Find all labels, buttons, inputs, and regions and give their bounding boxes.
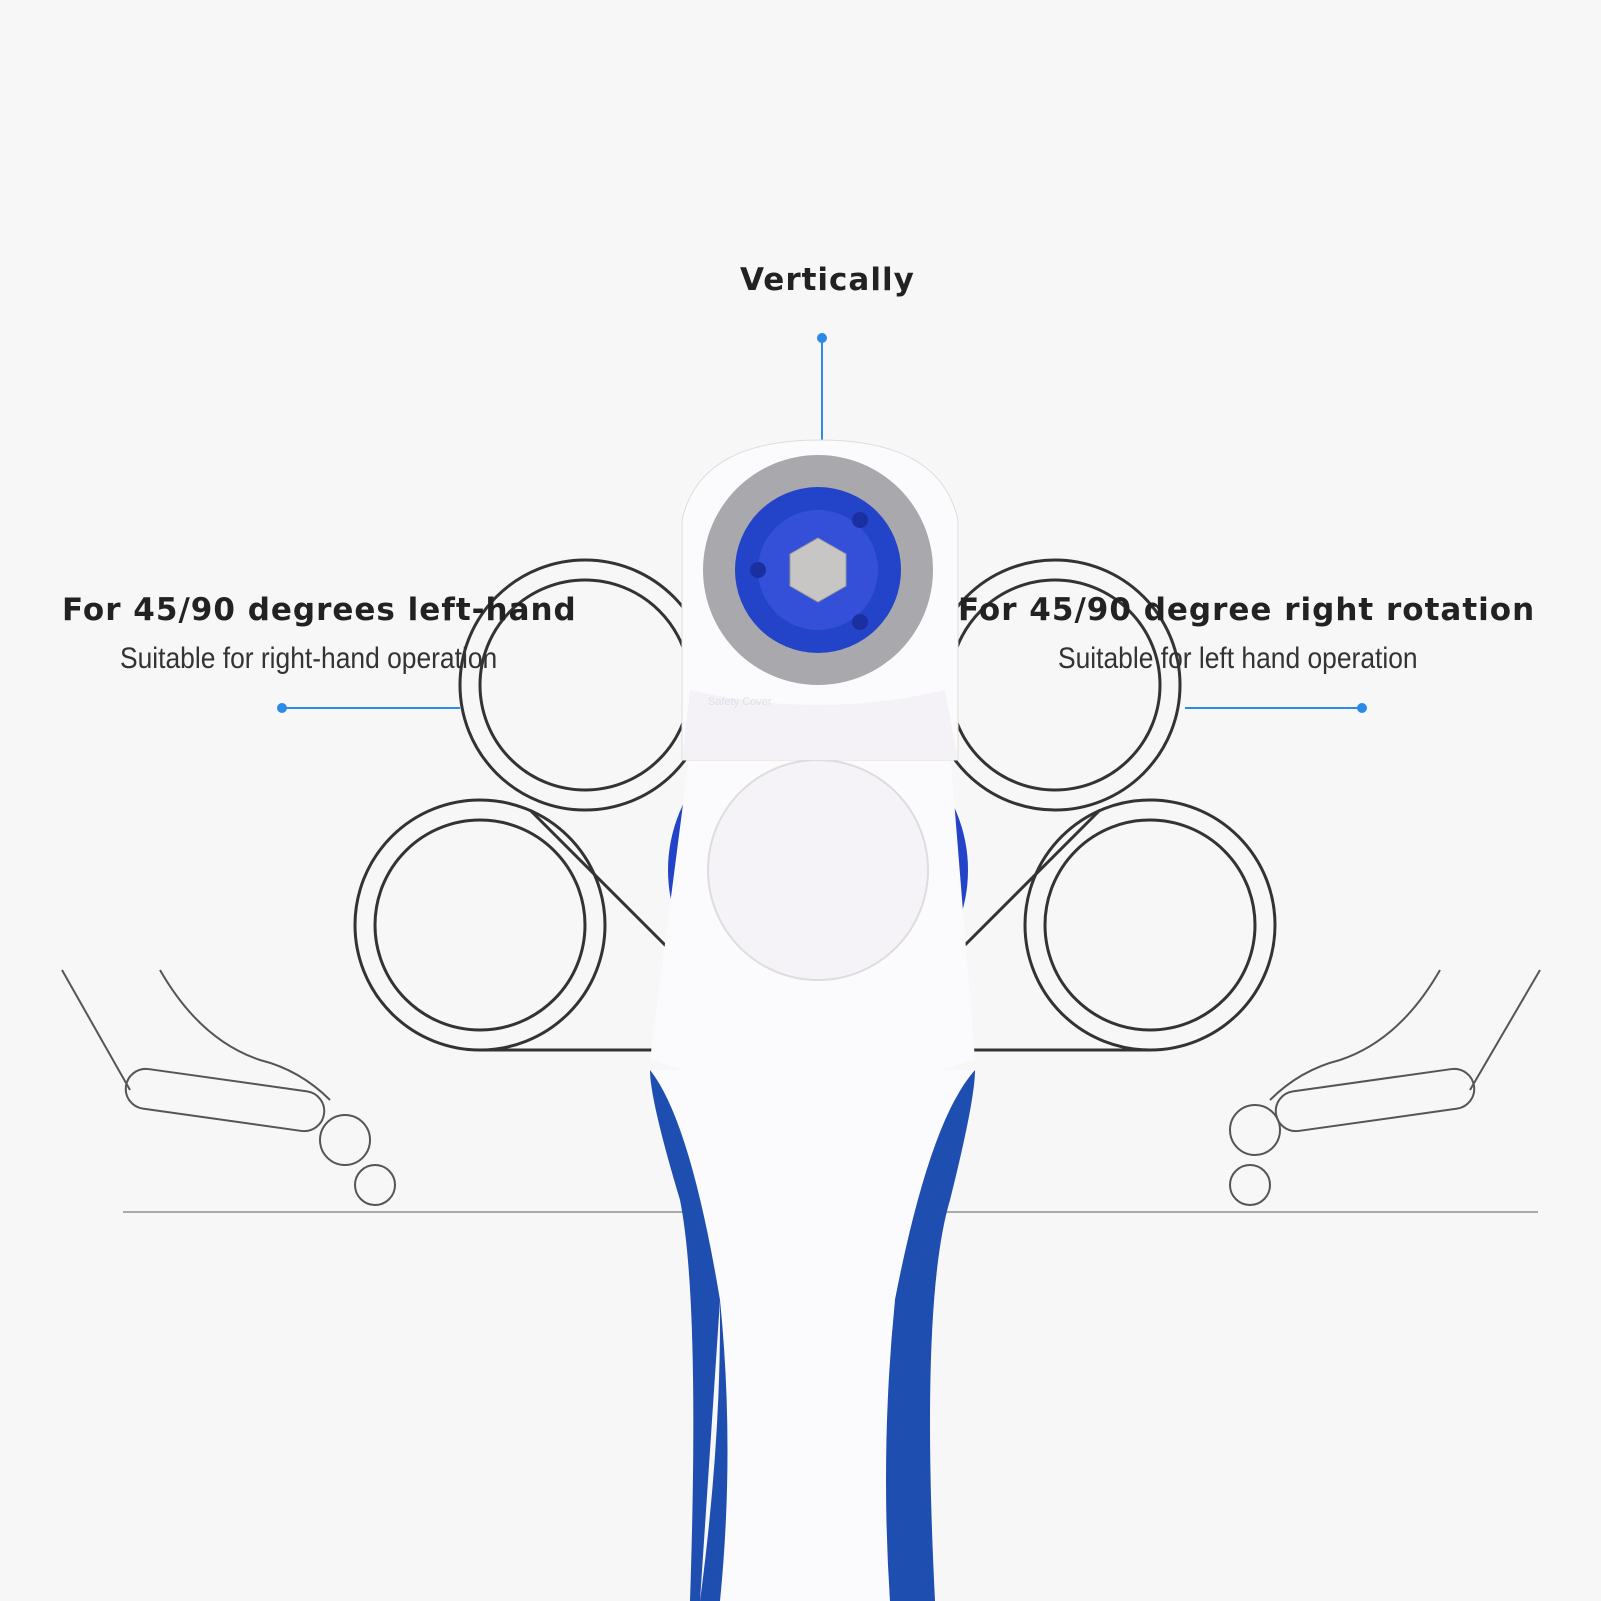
left-subtitle: Suitable for right-hand operation [120,642,498,675]
vertical-title: Vertically [740,262,915,298]
blade-outlines [353,558,1277,1052]
safety-cover-label: Safety Cover [708,696,772,708]
callout-lines [277,333,1367,713]
right-subtitle: Suitable for left hand operation [1058,642,1418,675]
hand-sketches [61,969,1541,1206]
right-title: For 45/90 degree right rotation [958,592,1536,628]
left-title: For 45/90 degrees left-hand [62,592,577,628]
rotary-cutter [650,439,975,1601]
